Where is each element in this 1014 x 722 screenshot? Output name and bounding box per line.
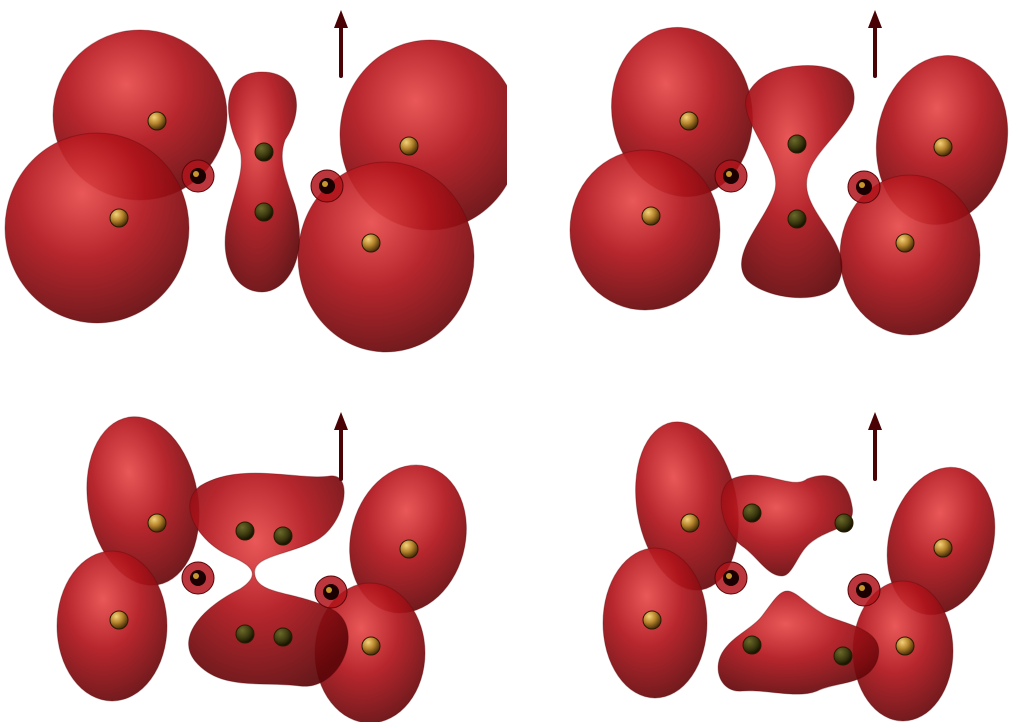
atom-center-lower	[254, 202, 274, 222]
axis-arrow-head	[868, 10, 882, 28]
atom-center-upper	[787, 134, 807, 154]
axis-arrow-head	[868, 412, 882, 430]
atom-center-lr	[833, 646, 853, 666]
lobe-lower-right	[297, 161, 475, 353]
isosurface-render	[602, 412, 996, 722]
bond-lobe-lower	[717, 590, 880, 695]
atom-upper-right	[933, 137, 953, 157]
atom-upper-left	[147, 111, 167, 131]
atom-center-ll	[235, 624, 255, 644]
isosurface-render	[56, 412, 467, 722]
lobe-lower-left	[569, 149, 721, 311]
atom-upper-left	[680, 513, 700, 533]
axis-arrow-head	[334, 412, 348, 430]
atom-center-ur	[273, 526, 293, 546]
isosurface-render	[4, 10, 507, 353]
atom-upper-right	[933, 538, 953, 558]
atom-center-lower	[787, 209, 807, 229]
atom-lower-left	[642, 610, 662, 630]
panel-bottom-right	[507, 361, 1014, 722]
panel-top-right	[507, 0, 1014, 361]
bond-lobe-center	[740, 64, 855, 299]
atom-center-lr	[273, 627, 293, 647]
bond-lobe-center	[224, 71, 300, 293]
atom-lower-right	[895, 233, 915, 253]
atom-upper-right	[399, 539, 419, 559]
atom-upper-left	[679, 111, 699, 131]
axis-arrow-head	[334, 10, 348, 28]
panel-bottom-left	[0, 361, 507, 722]
atom-lower-right	[361, 636, 381, 656]
atom-center-ll	[742, 635, 762, 655]
atom-center-upper	[254, 142, 274, 162]
panel-top-left	[0, 0, 507, 361]
small-atom-right-highlight	[326, 587, 332, 593]
lobe-lower-left	[4, 132, 190, 324]
small-atom-right-highlight	[859, 182, 865, 188]
small-atom-right-highlight	[322, 181, 328, 187]
atom-lower-left	[109, 208, 129, 228]
small-atom-left-highlight	[193, 573, 199, 579]
atom-center-ul	[742, 503, 762, 523]
bond-lobe-upper	[720, 474, 853, 577]
atom-lower-left	[109, 610, 129, 630]
atom-lower-left	[641, 206, 661, 226]
small-atom-left-highlight	[726, 171, 732, 177]
atom-lower-right	[895, 636, 915, 656]
atom-lower-right	[361, 233, 381, 253]
atom-center-ul	[235, 521, 255, 541]
small-atom-left-highlight	[193, 171, 199, 177]
atom-upper-left	[147, 513, 167, 533]
atom-center-ur	[834, 513, 854, 533]
small-atom-left-highlight	[726, 573, 732, 579]
bond-lobes-center	[188, 472, 349, 687]
isosurface-render	[569, 10, 1009, 336]
atom-upper-right	[399, 136, 419, 156]
small-atom-right-highlight	[859, 585, 865, 591]
